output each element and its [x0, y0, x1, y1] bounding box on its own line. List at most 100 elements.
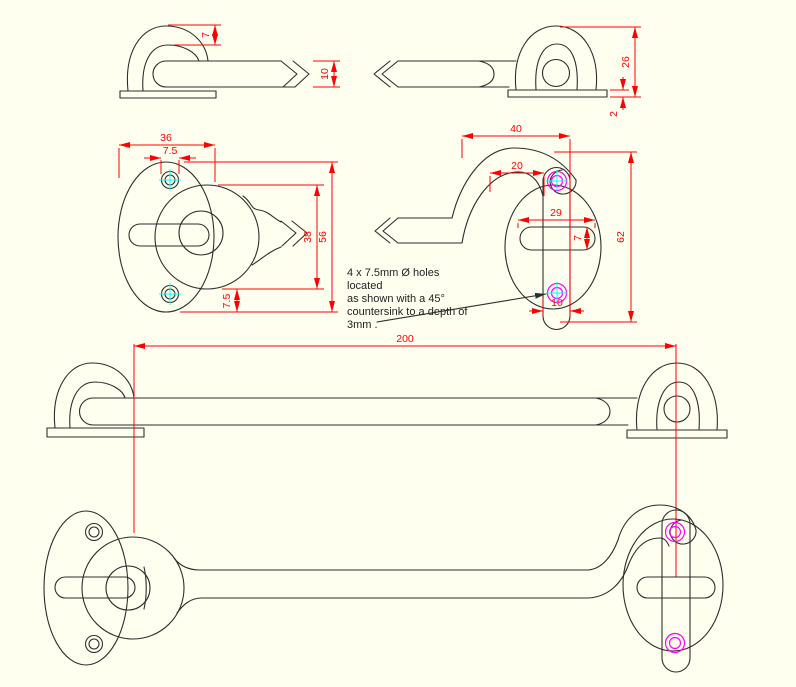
- center-mark: [546, 170, 568, 192]
- oval-plate: [43, 510, 129, 666]
- break-symbol: [373, 60, 399, 88]
- dim-bottom-offset: 7.5: [221, 289, 240, 312]
- dim-text: 7.5: [163, 145, 178, 157]
- handle-bar: [128, 223, 210, 247]
- hook-plate-front-view: 40 20 29 7 62 10: [374, 123, 637, 331]
- eye-ring-outer: [81, 536, 185, 640]
- rod: [397, 60, 517, 88]
- base-plate: [46, 427, 145, 438]
- handle-bar: [54, 576, 136, 599]
- hook-outer: [451, 147, 577, 219]
- hook-rod-top: [242, 195, 282, 223]
- eye-ring-outer: [154, 184, 260, 290]
- dim-text: 62: [615, 231, 627, 243]
- countersink-mark: [664, 632, 686, 654]
- base-plate: [507, 89, 608, 98]
- staple-bar: [636, 576, 716, 599]
- loop-outer: [126, 25, 209, 92]
- hook-rod-section: [541, 58, 571, 88]
- oval-plate: [117, 161, 215, 313]
- dim-loop-offset: 7: [168, 24, 221, 46]
- dim-eye-outer: 38: [218, 184, 324, 290]
- dim-hook-width: 40: [461, 123, 571, 316]
- bar-end-cap: [478, 60, 495, 88]
- base-plate: [119, 90, 217, 99]
- screw-hole-inner: [88, 526, 100, 538]
- break-symbol: [280, 220, 308, 247]
- dim-text: 36: [160, 132, 172, 144]
- dim-plate-height: 56: [180, 161, 338, 313]
- dim-text: 40: [510, 123, 522, 135]
- base-plate: [626, 429, 728, 439]
- break-symbol: [280, 60, 310, 88]
- dim-text: 56: [317, 231, 329, 243]
- hook-rod: [173, 557, 589, 614]
- dim-text: 38: [302, 231, 314, 243]
- eye-ring-inner: [105, 565, 151, 611]
- dim-bar-thickness: 10: [313, 60, 340, 88]
- dim-plate-thickness: 2: [608, 77, 629, 117]
- hook-plate-side-view: 26 2: [373, 25, 641, 117]
- loop-outer: [53, 362, 135, 429]
- break-symbol: [374, 217, 399, 244]
- note-line: located: [347, 280, 382, 292]
- dim-staple-width: 29: [517, 207, 596, 228]
- hook-outer: [587, 504, 697, 571]
- bar-left-cap: [78, 397, 94, 426]
- countersink-mark-inner: [668, 525, 682, 539]
- dim-text: 26: [620, 56, 632, 68]
- dim-text: 10: [551, 297, 563, 309]
- note-line: 3mm .: [347, 319, 378, 331]
- dim-overall-height: 62: [554, 151, 637, 323]
- dim-text: 7.5: [221, 294, 233, 309]
- hook-inner: [587, 537, 670, 599]
- assembly-side-view: 200: [46, 333, 728, 577]
- dim-text: 29: [550, 207, 562, 219]
- eye-plate-front-view: 36 7.5 38 56 7.5: [117, 132, 338, 313]
- rod: [397, 217, 463, 244]
- staple-leg: [661, 509, 691, 673]
- dim-hook-inner-width: 20: [489, 160, 545, 196]
- leader-line: [376, 292, 547, 323]
- oval-plate: [622, 518, 724, 652]
- eye-plate-side-view: 7 10: [119, 24, 340, 99]
- dim-text: 2: [608, 111, 620, 117]
- dim-plate-width: 36: [118, 132, 216, 182]
- screw-hole: [84, 634, 104, 654]
- screw-hole: [84, 522, 104, 542]
- loop-inner: [142, 44, 200, 92]
- hook-rod-bottom: [251, 246, 282, 266]
- staple-bar: [519, 226, 596, 251]
- dim-text: 10: [319, 68, 331, 80]
- dim-overall-height: 26: [560, 26, 641, 98]
- staple-inner: [535, 43, 578, 91]
- dim-overall-length: 200: [133, 333, 677, 577]
- center-mark: [546, 282, 568, 304]
- note-line: 4 x 7.5mm Ø holes: [347, 267, 440, 279]
- dim-text: 7: [572, 235, 584, 241]
- screw-hole-inner: [88, 638, 100, 650]
- dim-text: 7: [200, 32, 212, 38]
- note-line: countersink to a depth of: [347, 306, 468, 318]
- dim-text: 200: [396, 333, 414, 345]
- latch-bar: [152, 60, 296, 88]
- eye-ring-inner: [178, 210, 224, 256]
- loop-inner: [69, 381, 126, 429]
- hook-inner: [461, 171, 544, 244]
- countersink-mark: [664, 521, 686, 543]
- dim-staple-bar-height: 7: [572, 227, 590, 250]
- countersink-mark-inner: [668, 636, 682, 650]
- dim-text: 20: [511, 160, 523, 172]
- staple-inner: [656, 381, 700, 431]
- center-mark: [159, 283, 181, 305]
- assembly-front-view: [43, 504, 724, 673]
- center-mark: [159, 169, 181, 191]
- latch-bar: [92, 397, 638, 426]
- note-line: as shown with a 45°: [347, 293, 445, 305]
- hook-through-eye: [143, 566, 147, 610]
- dim-hole-diameter: 7.5: [144, 145, 196, 174]
- bar-right-cap: [595, 397, 611, 426]
- hook-rod-section: [663, 395, 691, 423]
